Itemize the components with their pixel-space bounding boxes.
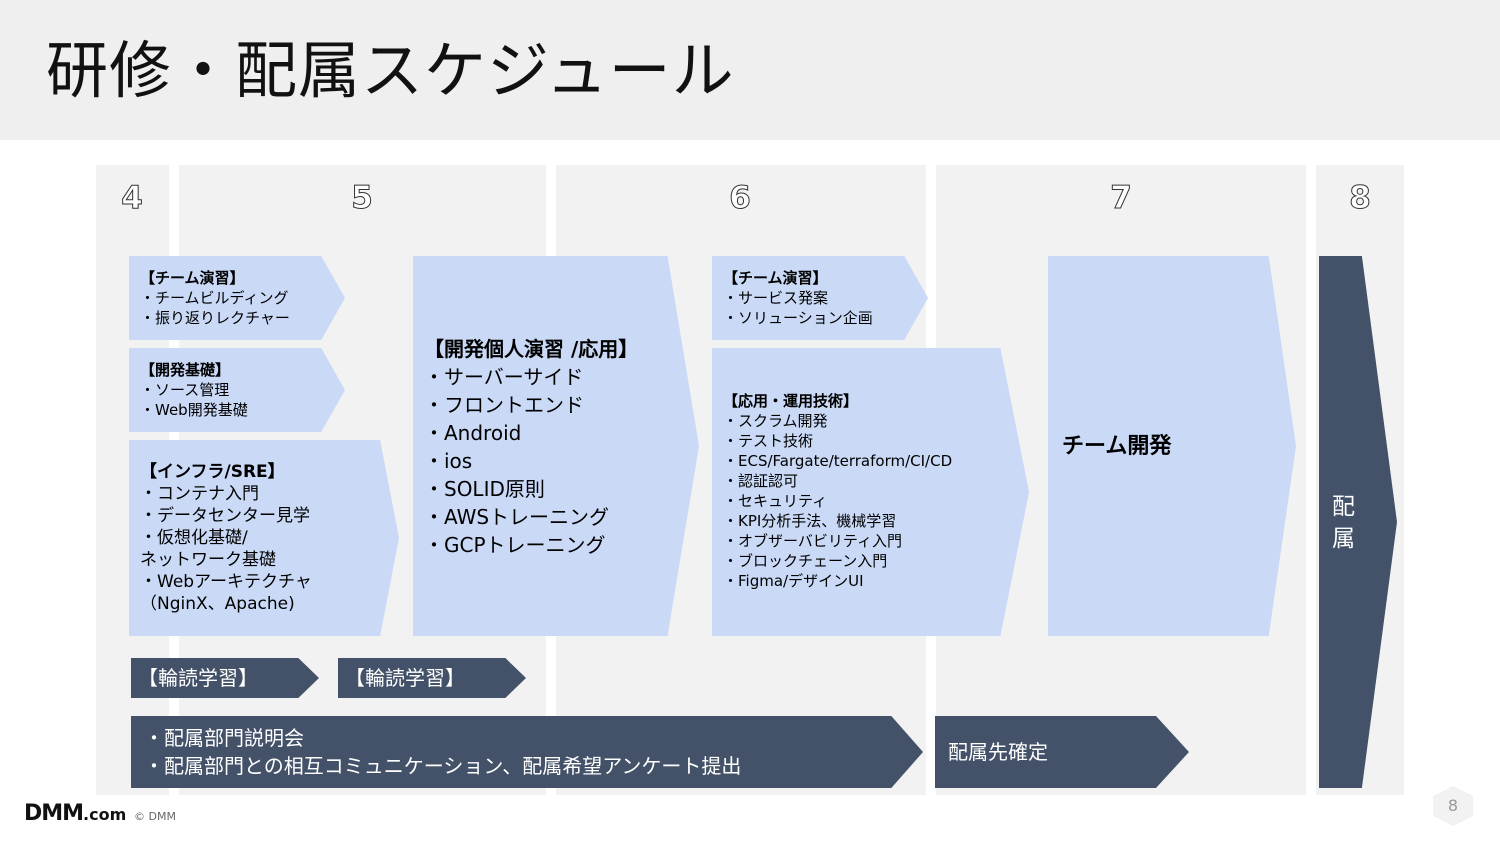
- month-label-6: 6: [729, 180, 752, 217]
- list-item: ・ECS/Fargate/terraform/CI/CD: [723, 452, 953, 470]
- list-item: ・Web開発基礎: [140, 401, 248, 419]
- list-item: ・Figma/デザインUI: [723, 572, 864, 590]
- list-item: ・配属部門説明会: [144, 726, 304, 750]
- header-bar: [0, 0, 1500, 140]
- team-exercise-heading: 【チーム演習】: [723, 269, 828, 287]
- list-item: ・データセンター見学: [140, 506, 310, 526]
- list-item: ・オブザーバビリティ入門: [723, 532, 902, 550]
- list-item: ・振り返りレクチャー: [140, 309, 290, 327]
- reading-study-label-1: 【輪読学習】: [138, 666, 258, 690]
- team-exercise-box-2: [712, 256, 928, 340]
- team-exercise-text-1: 【チーム演習】 ・チームビルディング ・振り返りレクチャー: [140, 268, 290, 328]
- copyright: © DMM: [134, 810, 176, 823]
- placement-label: 配属: [1332, 494, 1355, 552]
- list-item: ・フロントエンド: [424, 393, 584, 417]
- team-exercise-box-1: [129, 256, 345, 340]
- reading-study-arrow-1: [131, 658, 319, 698]
- list-item: ・ソース管理: [140, 381, 230, 399]
- infra-sre-box: [129, 440, 399, 636]
- list-item: ・GCPトレーニング: [424, 533, 606, 557]
- list-item: ・サーバーサイド: [424, 365, 584, 389]
- list-item: ・ソリューション企画: [723, 309, 873, 327]
- team-exercise-heading: 【チーム演習】: [140, 269, 245, 287]
- dev-basics-heading: 【開発基礎】: [140, 361, 231, 379]
- month-label-7: 7: [1110, 180, 1133, 217]
- list-item: ・サービス発案: [723, 289, 829, 307]
- dept-info-text: ・配属部門説明会 ・配属部門との相互コミュニケーション、配属希望アンケート提出: [144, 724, 741, 780]
- list-item: ・チームビルディング: [140, 289, 289, 307]
- placement-confirm-label: 配属先確定: [948, 740, 1048, 764]
- infra-sre-text: 【インフラ/SRE】 ・コンテナ入門 ・データセンター見学 ・仮想化基礎/ ネッ…: [140, 461, 312, 615]
- list-item: ・仮想化基礎/: [140, 528, 248, 548]
- dev-basics-text: 【開発基礎】 ・ソース管理 ・Web開発基礎: [140, 360, 248, 420]
- month-label-4: 4: [121, 180, 144, 217]
- infra-sre-heading: 【インフラ/SRE】: [140, 462, 285, 482]
- list-item: ・Webアーキテクチャ: [140, 572, 312, 592]
- individual-dev-box: [413, 256, 699, 636]
- team-dev-box: [1048, 256, 1296, 636]
- individual-dev-heading: 【開発個人演習 /応用】: [424, 337, 639, 361]
- dept-info-arrow: [131, 716, 923, 788]
- list-item: ・スクラム開発: [723, 412, 828, 430]
- applied-ops-text: 【応用・運用技術】 ・スクラム開発 ・テスト技術 ・ECS/Fargate/te…: [723, 391, 952, 591]
- reading-study-label-2: 【輪読学習】: [345, 666, 465, 690]
- applied-ops-heading: 【応用・運用技術】: [723, 392, 859, 410]
- list-item: ・SOLID原則: [424, 477, 545, 501]
- team-exercise-text-2: 【チーム演習】 ・サービス発案 ・ソリューション企画: [723, 268, 873, 328]
- reading-study-arrow-2: [338, 658, 526, 698]
- list-item: ・ブロックチェーン入門: [723, 552, 888, 570]
- page-number: 8: [1433, 786, 1473, 826]
- list-item: ネットワーク基礎: [140, 550, 276, 570]
- dmm-logo: DMM.com: [24, 801, 126, 826]
- list-item: ・AWSトレーニング: [424, 505, 610, 529]
- list-item: ・テスト技術: [723, 432, 814, 450]
- applied-ops-box: [712, 348, 1029, 636]
- dev-basics-box: [129, 348, 345, 432]
- list-item: ・認証認可: [723, 472, 799, 490]
- team-dev-heading: チーム開発: [1062, 434, 1172, 459]
- list-item: ・KPI分析手法、機械学習: [723, 512, 897, 530]
- placement-confirm-arrow: [935, 716, 1189, 788]
- list-item: ・セキュリティ: [723, 492, 828, 510]
- list-item: ・Android: [424, 421, 522, 445]
- list-item: ・配属部門との相互コミュニケーション、配属希望アンケート提出: [144, 754, 742, 778]
- logo-suffix: .com: [83, 805, 127, 824]
- month-label-5: 5: [351, 180, 374, 217]
- logo-main: DMM: [24, 801, 84, 826]
- list-item: ・コンテナ入門: [140, 484, 259, 504]
- page-title: 研修・配属スケジュール: [46, 34, 735, 107]
- list-item: （NginX、Apache): [140, 594, 295, 614]
- individual-dev-text: 【開発個人演習 /応用】 ・サーバーサイド ・フロントエンド ・Android …: [424, 335, 638, 559]
- list-item: ・ios: [424, 449, 473, 473]
- month-label-8: 8: [1349, 180, 1372, 217]
